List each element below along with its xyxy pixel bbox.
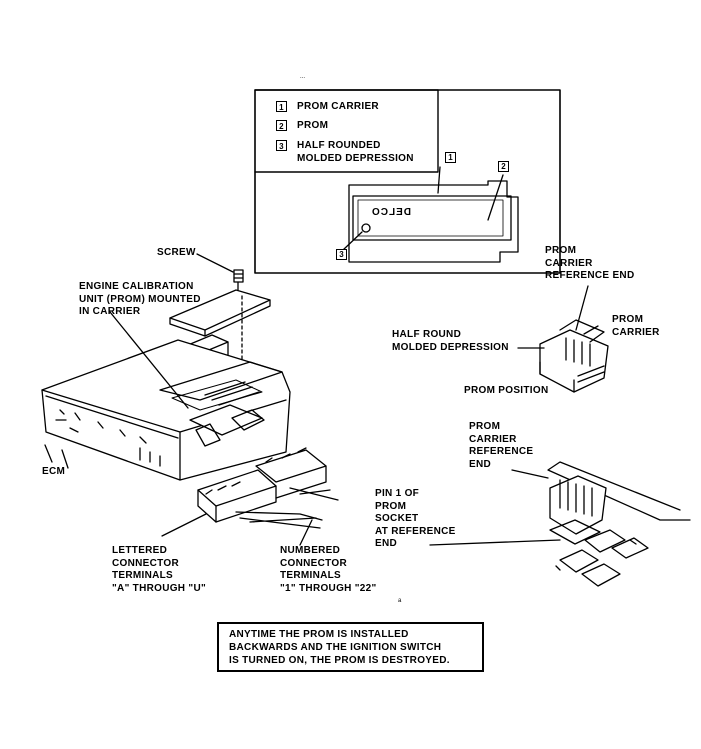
label-half-round-molded-depression: HALF ROUND MOLDED DEPRESSION [392,329,509,353]
label-engine-calibration-unit: ENGINE CALIBRATION UNIT (PROM) MOUNTED I… [79,281,201,317]
callout-3: 3 [336,249,347,260]
prom-socket-drawing [429,461,691,587]
warning-line: BACKWARDS AND THE IGNITION SWITCH [229,642,442,653]
legend-label: PROM [297,120,329,131]
callout-1: 1 [445,152,456,163]
inset-chip-text: DELCO [371,207,411,218]
legend-label: MOLDED DEPRESSION [297,152,414,164]
label-prom-position: PROM POSITION [464,385,549,396]
warning-line: IS TURNED ON, THE PROM IS DESTROYED. [229,655,450,666]
inset-frame [254,89,561,274]
connectors [161,447,339,546]
label-lettered-connector-terminals: LETTERED CONNECTOR TERMINALS "A" THROUGH… [112,545,207,594]
label-ecm: ECM [42,466,66,477]
svg-text:...: ... [300,74,305,80]
legend-label: HALF ROUNDED [297,140,381,151]
warning-line: ANYTIME THE PROM IS INSTALLED [229,629,409,640]
legend-number-box: 2 [276,120,287,131]
legend-label: PROM CARRIER [297,101,379,112]
legend-number-box: 3 [276,140,287,151]
svg-text:a: a [398,598,402,604]
callout-2: 2 [498,161,509,172]
label-numbered-connector-terminals: NUMBERED CONNECTOR TERMINALS "1" THROUGH… [280,545,377,594]
warning-box: ANYTIME THE PROM IS INSTALLED BACKWARDS … [217,622,484,672]
label-prom-carrier-reference-end: PROM CARRIER REFERENCE END [545,245,635,281]
prom-position-drawing [517,285,609,393]
ecm-box [41,311,291,481]
screw-drawing [196,253,244,293]
label-prom-carrier: PROM CARRIER [612,314,660,338]
legend-item-prom-carrier: 1 PROM CARRIER [276,101,379,114]
legend-number-box: 1 [276,101,287,112]
legend-item-prom: 2 PROM [276,120,328,133]
label-pin-1-of-prom-socket: PIN 1 OF PROM SOCKET AT REFERENCE END [375,488,456,549]
inset-prom-carrier [342,166,519,263]
label-screw: SCREW [157,247,196,258]
label-prom-carrier-reference-end-2: PROM CARRIER REFERENCE END [469,421,534,470]
